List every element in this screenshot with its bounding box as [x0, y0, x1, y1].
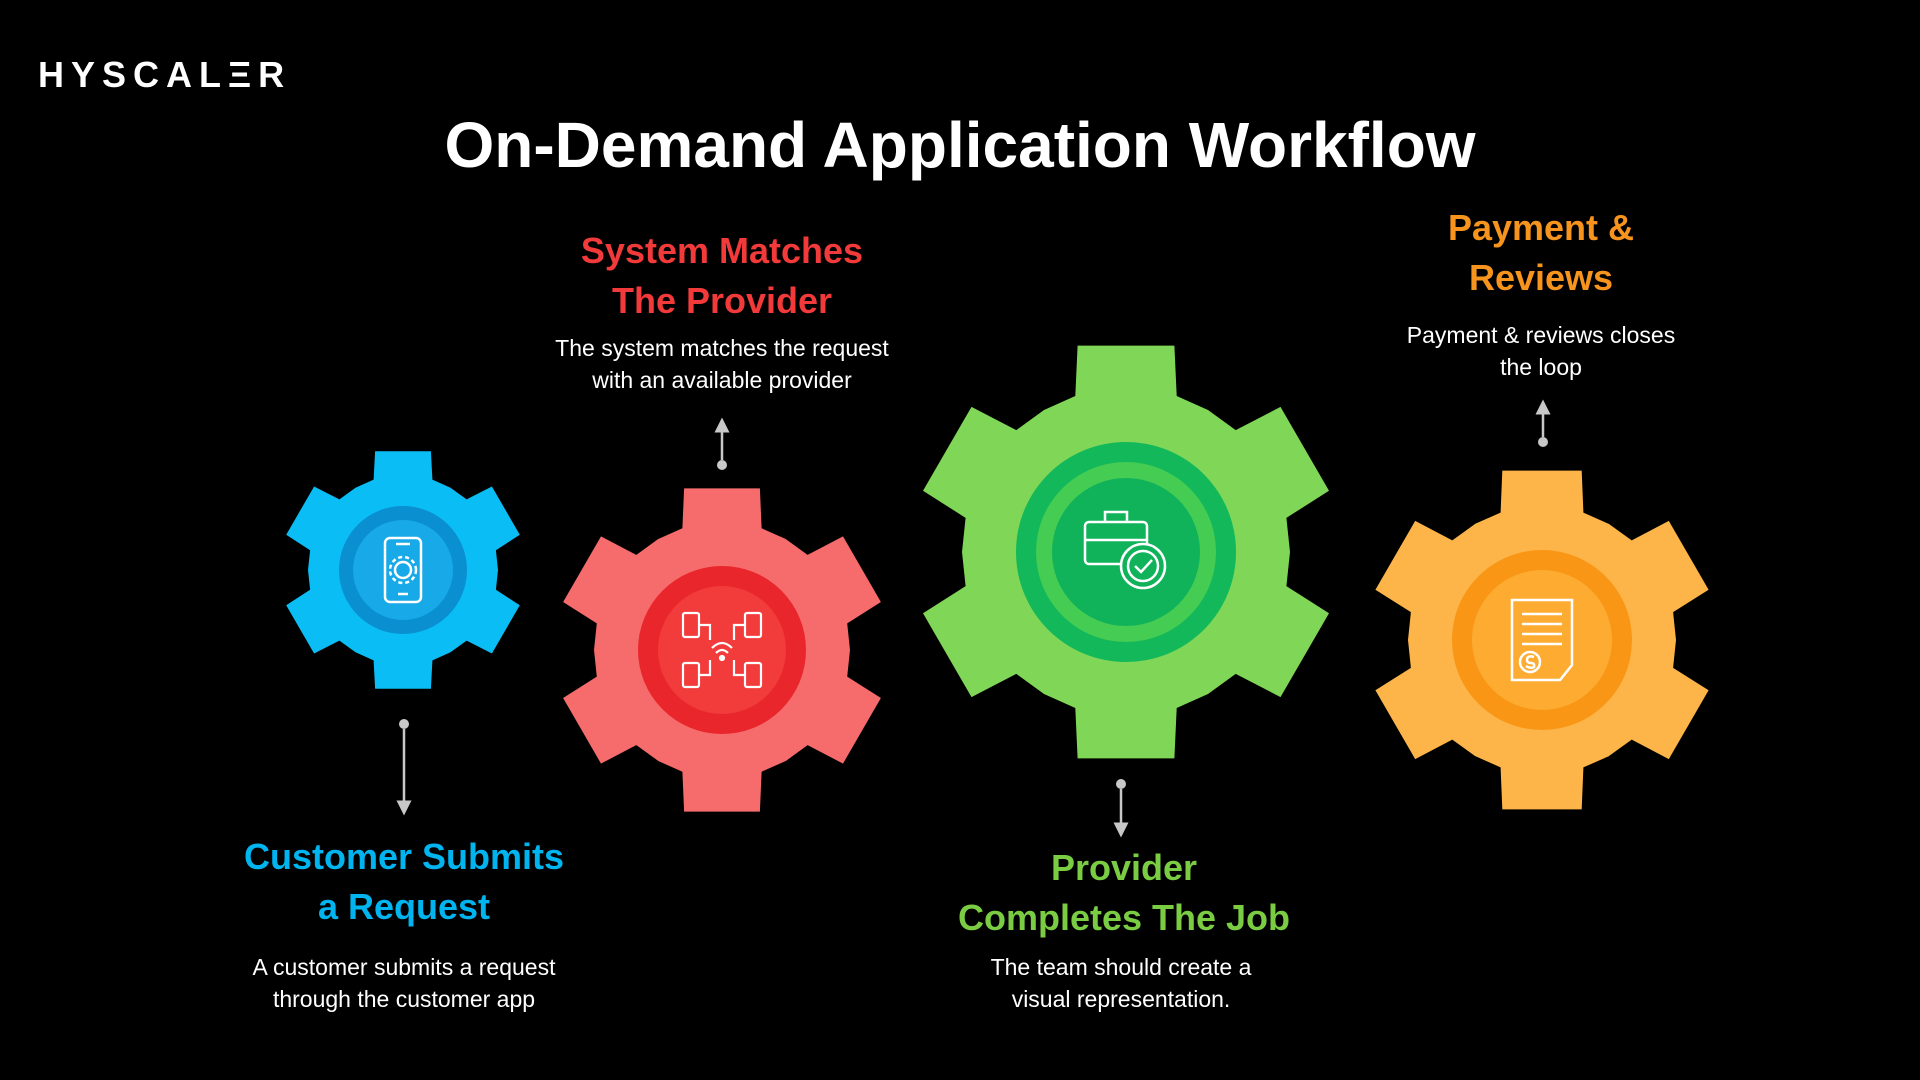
step-4-title-line1: Payment &	[1447, 207, 1635, 248]
step-1-title: Customer Submits a Request	[204, 832, 604, 932]
step-4-description: Payment & reviews closes the loop	[1331, 319, 1751, 383]
connector-arrow-2	[714, 417, 730, 470]
gear-step-4	[1375, 470, 1709, 810]
step-3-desc-line2: visual representation.	[1011, 986, 1231, 1012]
step-1-desc-line2: through the customer app	[272, 986, 536, 1012]
gear-step-1	[286, 451, 520, 689]
step-3-title: Provider Completes The Job	[924, 843, 1324, 943]
connector-arrow-3	[1113, 779, 1129, 838]
briefcase-check-icon	[1083, 510, 1167, 590]
step-3-desc-line1: The team should create a	[990, 954, 1252, 980]
smartphone-settings-icon	[383, 536, 423, 604]
step-1-description: A customer submits a request through the…	[194, 951, 614, 1015]
network-devices-icon	[681, 611, 763, 689]
step-2-desc-line1: The system matches the request	[555, 335, 889, 361]
step-2-title: System Matches The Provider	[522, 226, 922, 326]
step-2-description: The system matches the request with an a…	[502, 332, 942, 396]
step-2-desc-line2: with an available provider	[592, 367, 852, 393]
step-1-title-line2: a Request	[317, 886, 491, 927]
step-1-desc-line1: A customer submits a request	[252, 954, 556, 980]
invoice-dollar-icon	[1510, 598, 1574, 682]
step-4-desc-line1: Payment & reviews closes	[1406, 322, 1676, 348]
gear-step-3	[923, 345, 1329, 759]
step-2-title-line2: The Provider	[611, 280, 833, 321]
step-3-title-line1: Provider	[1050, 847, 1198, 888]
step-3-description: The team should create a visual represen…	[921, 951, 1321, 1015]
connector-arrow-4	[1535, 399, 1551, 447]
step-4-title: Payment & Reviews	[1341, 203, 1741, 303]
step-4-title-line2: Reviews	[1468, 257, 1614, 298]
hyscaler-logo: HYSCALΞR	[38, 54, 292, 95]
step-1-title-line1: Customer Submits	[243, 836, 565, 877]
connector-arrow-1	[396, 719, 412, 816]
step-4-desc-line2: the loop	[1500, 354, 1582, 380]
gear-step-2	[563, 488, 881, 812]
page-title: On-Demand Application Workflow	[444, 109, 1476, 181]
step-2-title-line1: System Matches	[580, 230, 864, 271]
step-3-title-line2: Completes The Job	[957, 897, 1291, 938]
